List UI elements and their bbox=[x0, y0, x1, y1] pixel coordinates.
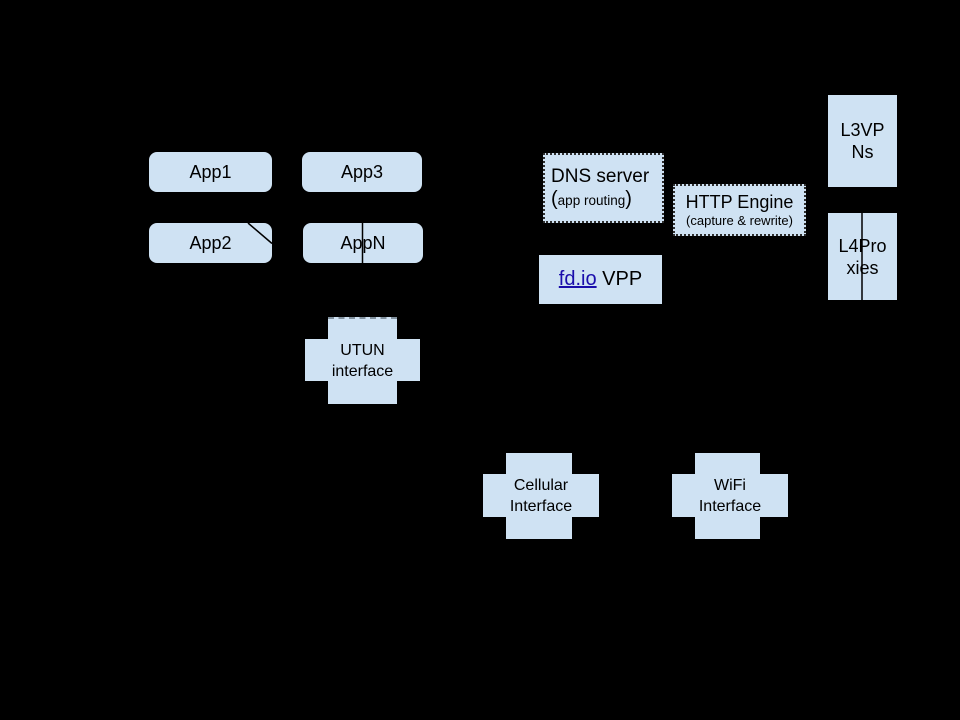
cellular-interface-cross: Cellular Interface bbox=[483, 453, 599, 539]
wifi-interface-label: WiFi Interface bbox=[672, 453, 788, 539]
app3-box: App3 bbox=[302, 152, 422, 192]
app2-label: App2 bbox=[189, 232, 232, 253]
http-engine-box: HTTP Engine (capture & rewrite) bbox=[673, 184, 806, 236]
cellular-label-line2: Interface bbox=[509, 498, 573, 515]
http-engine-title: HTTP Engine bbox=[685, 192, 794, 212]
l4proxies-label-line1: L4Pro bbox=[838, 235, 887, 256]
dns-server-box: DNS server ( app routing ) bbox=[543, 153, 664, 223]
l4proxies-label-line2: xies bbox=[846, 257, 879, 278]
dns-server-subtitle: ( app routing ) bbox=[551, 188, 632, 211]
wifi-label-line1: WiFi bbox=[714, 477, 746, 494]
cellular-interface-label: Cellular Interface bbox=[483, 453, 599, 539]
vpp-rest-label: VPP bbox=[596, 268, 643, 290]
dns-open-paren: ( bbox=[551, 187, 558, 210]
app1-label: App1 bbox=[189, 161, 232, 182]
l3vpns-label-line1: L3VP bbox=[840, 120, 885, 140]
utun-cross-vbar bbox=[328, 317, 397, 404]
app3-label: App3 bbox=[340, 161, 384, 182]
wifi-label-line2: Interface bbox=[698, 498, 762, 515]
cellular-label-line1: Cellular bbox=[513, 477, 569, 494]
wifi-cross-vbar bbox=[695, 453, 760, 539]
http-engine-subtitle: (capture & rewrite) bbox=[686, 213, 793, 228]
wifi-interface-cross: WiFi Interface bbox=[672, 453, 788, 539]
dns-sub-text: app routing bbox=[557, 192, 626, 208]
utun-interface-label: UTUN interface bbox=[305, 317, 420, 404]
app1-box: App1 bbox=[149, 152, 272, 192]
l4proxies-box: L4Pro xies bbox=[828, 213, 897, 300]
utun-interface-cross: UTUN interface bbox=[305, 317, 420, 404]
fdio-link[interactable]: fd.io bbox=[558, 268, 597, 290]
l3vpns-label-line2: Ns bbox=[851, 142, 874, 162]
cellular-cross-vbar bbox=[506, 453, 572, 539]
dns-close-paren: ) bbox=[625, 187, 632, 210]
appn-label: AppN bbox=[340, 232, 386, 253]
vpp-box: fd.io VPP bbox=[539, 255, 662, 304]
utun-label-line1: UTUN bbox=[340, 341, 385, 359]
l3vpns-box: L3VP Ns bbox=[828, 95, 897, 187]
vpp-label: fd.io VPP bbox=[559, 268, 642, 291]
appn-box: AppN bbox=[303, 223, 423, 263]
app2-box: App2 bbox=[149, 223, 272, 263]
utun-label-line2: interface bbox=[331, 362, 394, 380]
dns-server-title: DNS server bbox=[551, 165, 650, 187]
